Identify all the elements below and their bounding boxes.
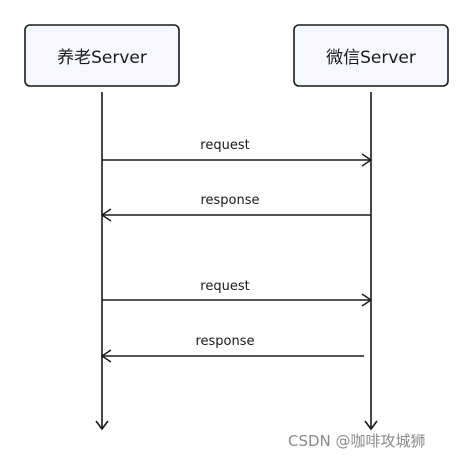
message-label: response <box>200 193 259 208</box>
message-arrowhead <box>100 208 112 222</box>
lifeline-yanglao-arrowhead <box>95 420 109 431</box>
message-arrowhead <box>361 153 373 167</box>
participant-box-weixin <box>293 24 449 87</box>
participant-label-yanglao: 养老Server <box>57 48 147 68</box>
message-label: response <box>195 334 254 349</box>
message-response-1: response <box>100 193 371 222</box>
lifeline-weixin-arrowhead <box>364 420 378 431</box>
message-arrowhead <box>361 293 373 307</box>
message-request-2: request <box>102 279 373 307</box>
message-label: request <box>200 279 249 294</box>
message-label: request <box>200 138 249 153</box>
message-request-1: request <box>102 138 373 167</box>
participant-yanglao-server: 养老Server <box>24 24 180 87</box>
participant-label-weixin: 微信Server <box>326 48 416 68</box>
message-arrowhead <box>100 349 112 363</box>
participant-box-yanglao <box>24 24 180 87</box>
watermark-text: CSDN @咖啡攻城狮 <box>288 432 426 450</box>
participant-weixin-server: 微信Server <box>293 24 449 87</box>
message-response-2: response <box>100 334 364 363</box>
